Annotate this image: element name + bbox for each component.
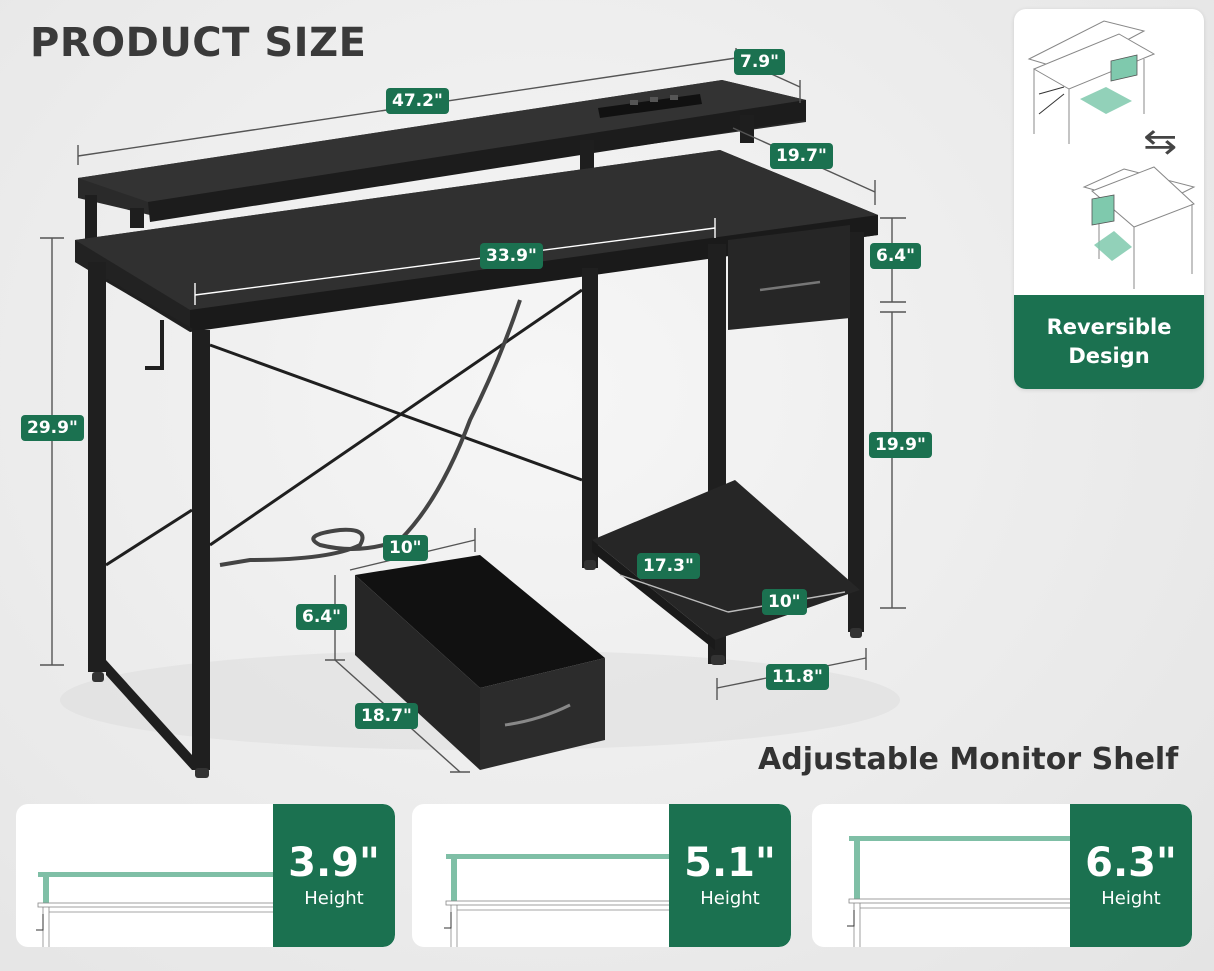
shelf-height-badge-1: 3.9" Height [273, 804, 395, 947]
dimension-label-shelf-depth: 7.9" [734, 49, 785, 75]
dimension-label-bottom-shelf-depth: 17.3" [637, 553, 700, 579]
dimension-label-desk-depth: 19.7" [770, 143, 833, 169]
desk-illustration [40, 48, 906, 778]
shelf-height-card-2: 5.1" Height [412, 804, 791, 947]
shelf-height-value: 6.3" [1085, 839, 1177, 886]
shelf-height-badge-2: 5.1" Height [669, 804, 791, 947]
dimension-label-side-frame-width: 11.8" [766, 664, 829, 690]
reversible-desk-diagram [1027, 20, 1196, 289]
monitor-shelf-title: Adjustable Monitor Shelf [758, 742, 1179, 777]
swap-arrows-icon: ⇆ [1143, 122, 1178, 162]
shelf-height-badge-3: 6.3" Height [1070, 804, 1192, 947]
reversible-design-label: Reversible Design [1014, 295, 1204, 389]
dimension-label-overall-width: 47.2" [386, 88, 449, 114]
shelf-profile-diagram [36, 872, 276, 947]
page-title: PRODUCT SIZE [30, 20, 367, 66]
dimension-label-drawer-depth: 18.7" [355, 703, 418, 729]
dimension-label-drawer-height: 6.4" [296, 604, 347, 630]
shelf-profile-diagram [847, 836, 1074, 947]
shelf-height-value: 5.1" [684, 839, 776, 886]
shelf-height-card-3: 6.3" Height [812, 804, 1192, 947]
dimension-label-leg-clearance-width: 33.9" [480, 243, 543, 269]
shelf-height-label: Height [700, 887, 760, 909]
dimension-label-drawer-opening-height: 6.4" [870, 243, 921, 269]
dimension-label-storage-shelf-height: 19.9" [869, 432, 932, 458]
dimension-label-desk-height: 29.9" [21, 415, 84, 441]
shelf-height-label: Height [304, 887, 364, 909]
shelf-height-value: 3.9" [288, 839, 380, 886]
shelf-profile-diagram [444, 854, 672, 947]
reversible-label-line2: Design [1068, 344, 1150, 368]
reversible-label-line1: Reversible [1046, 315, 1172, 339]
reversible-design-card: ⇆ Reversible Design [1014, 9, 1204, 389]
dimension-label-bottom-shelf-width: 10" [762, 589, 807, 615]
shelf-height-card-1: 3.9" Height [16, 804, 395, 947]
dimension-label-drawer-width: 10" [383, 535, 428, 561]
shelf-height-label: Height [1101, 887, 1161, 909]
